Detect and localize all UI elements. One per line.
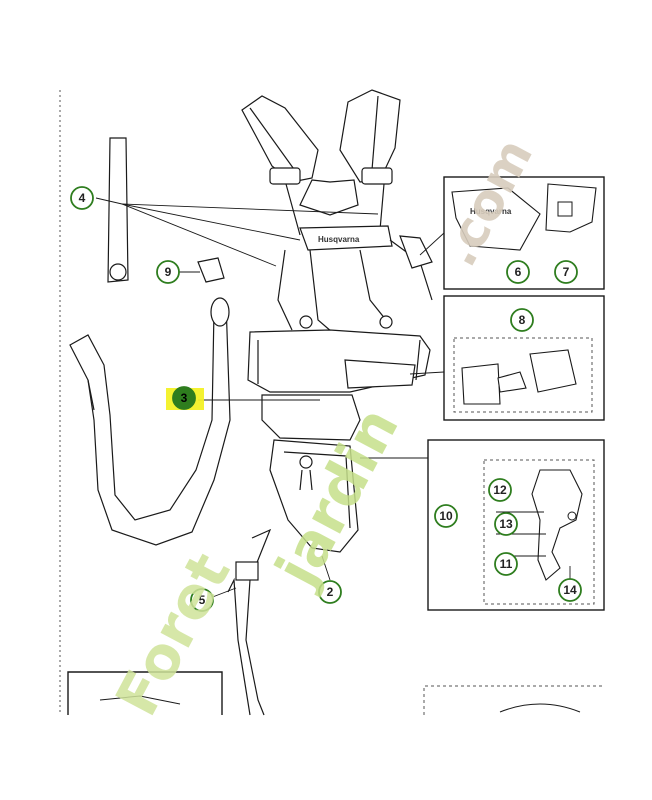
callout-label: 8 (519, 313, 526, 327)
callout-label: 11 (500, 557, 513, 571)
chest-brand-plate: Husqvarna (299, 225, 393, 251)
callout-label: 7 (563, 265, 570, 279)
callout-13: 13 (494, 512, 518, 536)
callout-3: 3 (172, 386, 196, 410)
callouts: 4 9 3 6 7 8 10 12 13 11 14 2 5 (70, 186, 582, 612)
callout-4: 4 (70, 186, 94, 210)
callout-label: 14 (563, 583, 577, 597)
callout-circle (172, 386, 196, 410)
callout-label: 10 (439, 509, 453, 523)
detail-box-bottom-left (67, 671, 223, 715)
callout-circle (190, 588, 214, 612)
callout-circle (510, 308, 534, 332)
callout-label: 4 (79, 191, 86, 205)
callout-6: 6 (506, 260, 530, 284)
callout-5: 5 (190, 588, 214, 612)
strap-part-4 (107, 137, 129, 283)
detail-box-8 (443, 295, 605, 421)
callout-label: 9 (165, 265, 172, 279)
callout-12: 12 (488, 478, 512, 502)
callout-label: 2 (327, 585, 334, 599)
callout-label: 6 (515, 265, 522, 279)
callout-2: 2 (318, 580, 342, 604)
chest-brand-label: Husqvarna (318, 235, 360, 244)
callout-9: 9 (156, 260, 180, 284)
callout-label: 12 (493, 483, 507, 497)
harness-body-straps (197, 235, 433, 333)
bottom-right-part-outline (499, 703, 581, 713)
callout-circle (318, 580, 342, 604)
pad-brand-label: Husqvarna (470, 207, 512, 216)
callout-14: 14 (558, 578, 582, 602)
callout-circle (70, 186, 94, 210)
callout-circle (494, 552, 518, 576)
callout-circle (558, 578, 582, 602)
callout-circle (434, 504, 458, 528)
callout-label: 3 (181, 391, 188, 405)
watermark: Foret jardin .com (102, 129, 544, 726)
callout-label: 13 (499, 517, 513, 531)
hip-pad (247, 329, 431, 441)
callout-8: 8 (510, 308, 534, 332)
callout-7: 7 (554, 260, 578, 284)
belt-part-5 (227, 528, 272, 716)
callout-circle (494, 512, 518, 536)
callout-label: 5 (199, 593, 206, 607)
callout-11: 11 (494, 552, 518, 576)
harness-shoulder-straps (241, 89, 401, 236)
callout-circle (506, 260, 530, 284)
callout-circle (554, 260, 578, 284)
leg-protection-plate (269, 439, 359, 553)
callout-circle (156, 260, 180, 284)
callout-circle (488, 478, 512, 502)
hose-part (69, 297, 231, 546)
callout-10: 10 (434, 504, 458, 528)
